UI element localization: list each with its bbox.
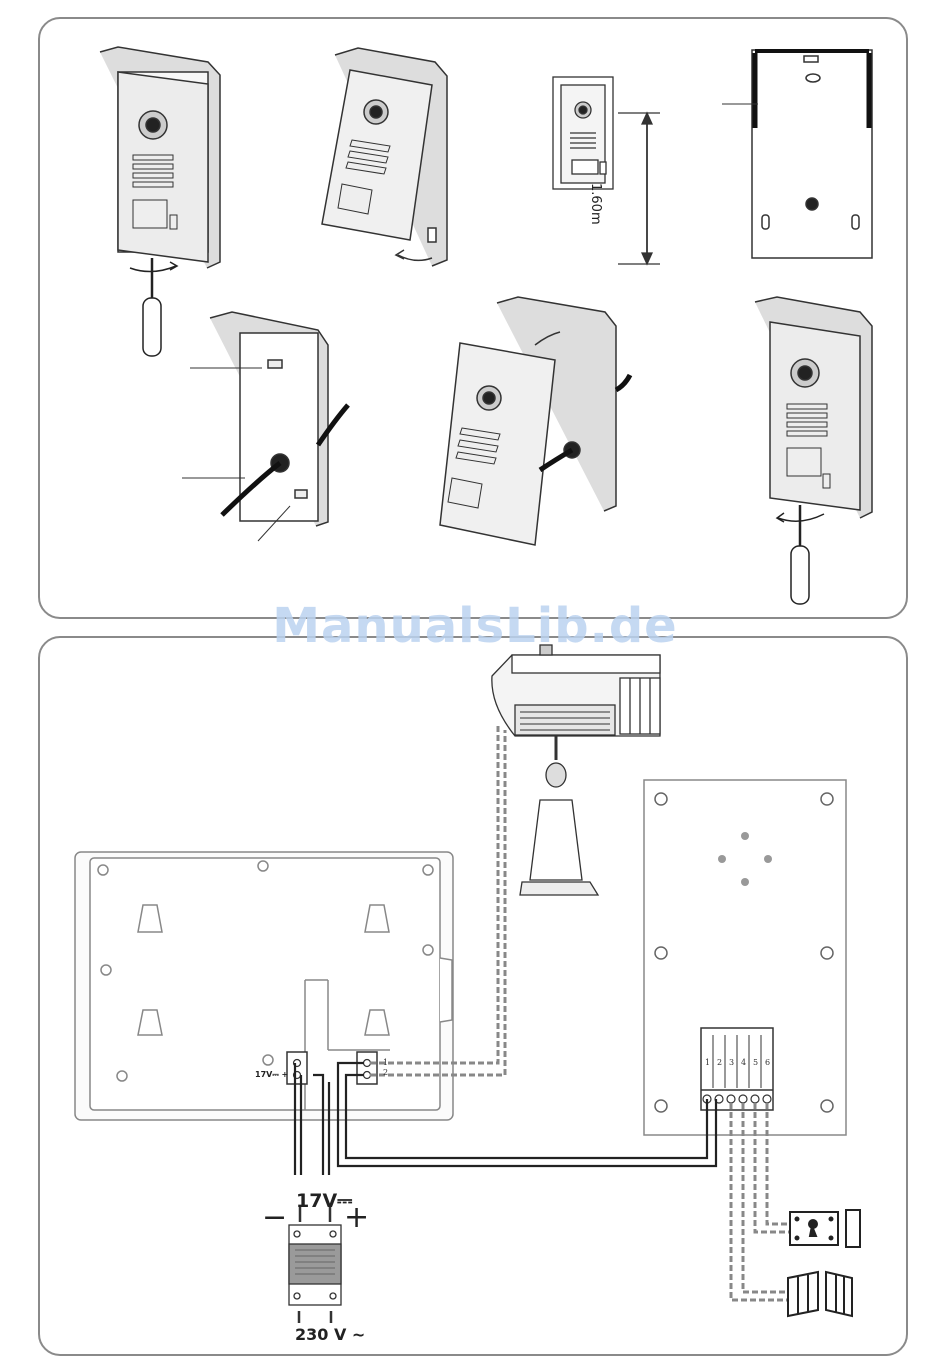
polarity-plus-label: + — [344, 1200, 369, 1235]
camera-icon — [492, 645, 660, 895]
outdoor-unit-back — [644, 780, 846, 1135]
outdoor-terminal-6: 6 — [765, 1058, 770, 1067]
polarity-minus-label: − — [262, 1200, 287, 1235]
outdoor-terminal-3: 3 — [729, 1058, 734, 1067]
mount-height-diagram — [553, 77, 660, 264]
outdoor-terminal-2: 2 — [717, 1058, 722, 1067]
watermark: ManualsLib.de — [0, 598, 950, 654]
camera-terminal-1: 1 — [383, 1058, 388, 1067]
step2-remove-unit — [322, 48, 447, 266]
gate-icon — [788, 1272, 852, 1316]
bracket-plate — [722, 50, 872, 258]
step7-final-unit — [755, 297, 872, 518]
step5-bracket-wiring — [182, 312, 348, 541]
outdoor-terminal-1: 1 — [705, 1058, 710, 1067]
screwdriver-icon — [777, 505, 824, 604]
outdoor-terminal-4: 4 — [741, 1058, 746, 1067]
camera-terminal-2: 2 — [383, 1068, 388, 1077]
monitor-power-label: 17V⎓ + — [255, 1070, 288, 1080]
outdoor-terminal-5: 5 — [753, 1058, 758, 1067]
power-supply-icon — [289, 1205, 341, 1323]
step6-attach-unit — [440, 297, 630, 545]
step1-outdoor-unit — [100, 47, 220, 268]
psu-input-label: 230 V ~ — [295, 1325, 365, 1344]
door-lock-icon — [790, 1210, 860, 1247]
mount-height-label: 1.60m — [588, 183, 603, 225]
screwdriver-icon — [130, 258, 177, 356]
